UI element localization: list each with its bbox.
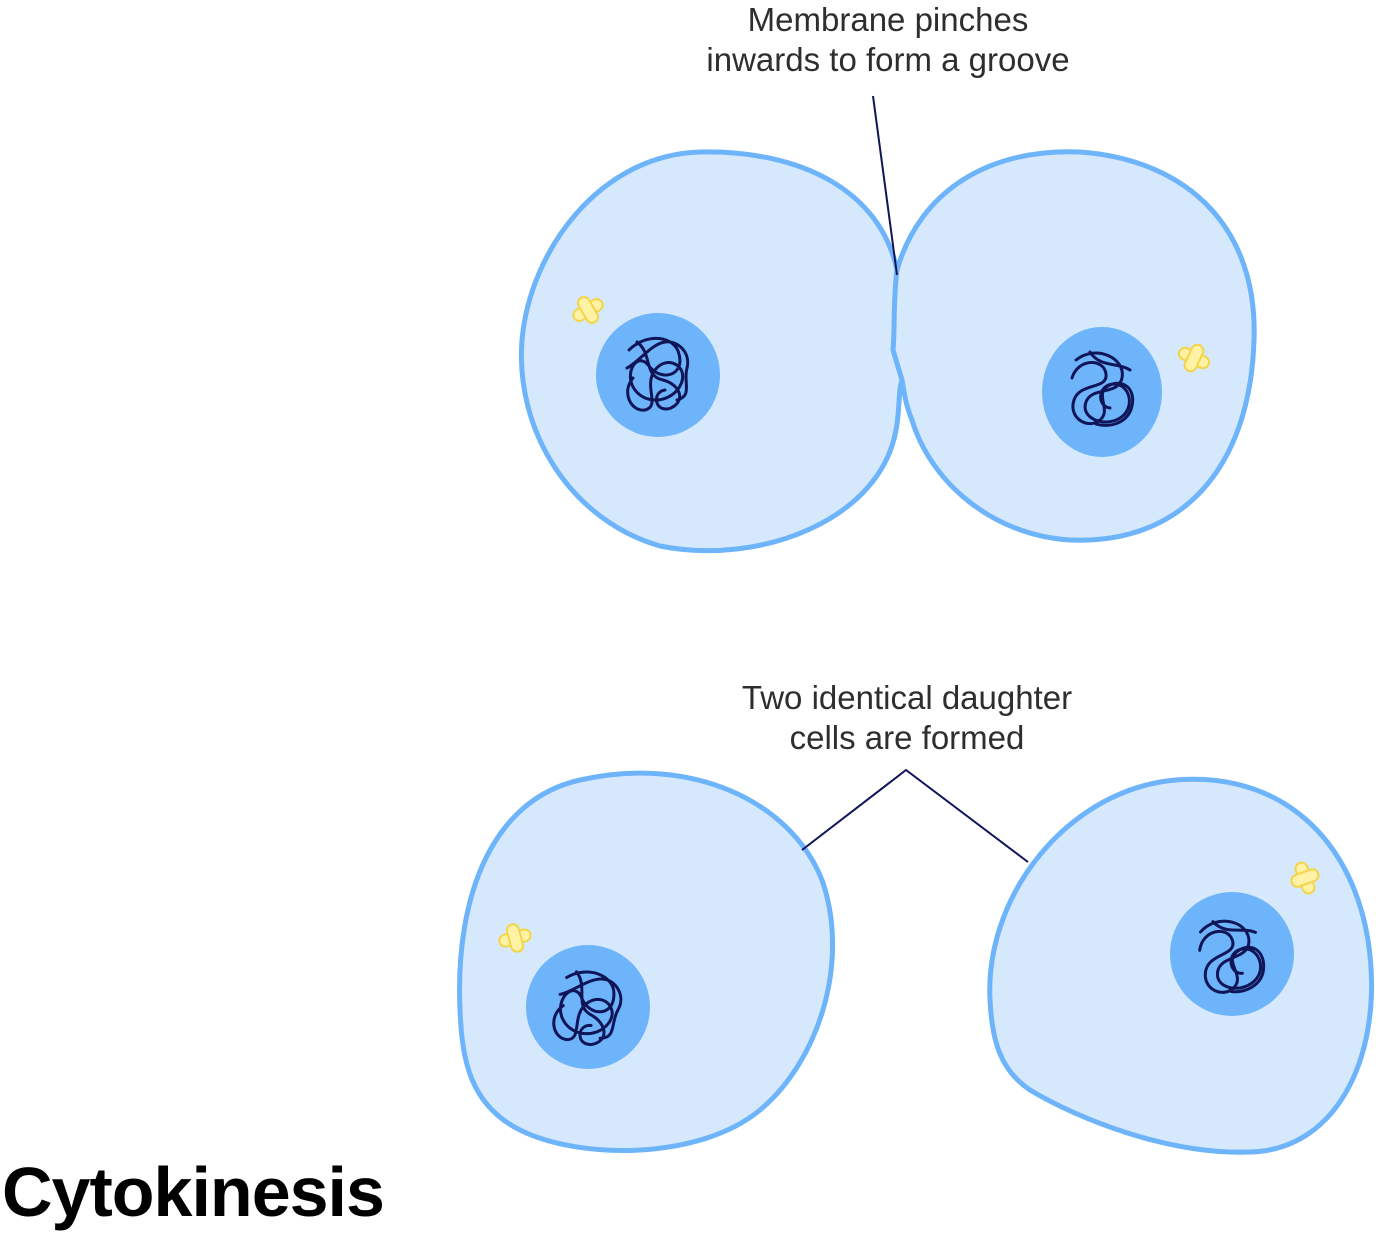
furrow-annotation: Membrane pinches inwards to form a groov… [638,0,1138,80]
cleavage-furrow [890,269,905,381]
furrow-annotation-line-2: inwards to form a groove [706,41,1070,78]
dividing-cell [518,149,1257,554]
furrow-annotation-line-1: Membrane pinches [747,1,1029,38]
left-nucleus [596,313,720,437]
diagram-title: Cytokinesis [2,1153,385,1231]
daughters-leader-line [801,768,1029,863]
daughter-cell-right [987,776,1374,1155]
dividing-cell-membrane [518,149,1257,554]
daughters-annotation-line-2: cells are formed [789,719,1025,756]
daughters-annotation-line-1: Two identical daughter [741,679,1073,716]
daughters-annotation: Two identical daughter cells are formed [657,678,1157,758]
daughter-cell-left [457,770,835,1153]
daughter-cell-left-membrane [457,770,835,1153]
furrow-leader-line [872,95,898,276]
